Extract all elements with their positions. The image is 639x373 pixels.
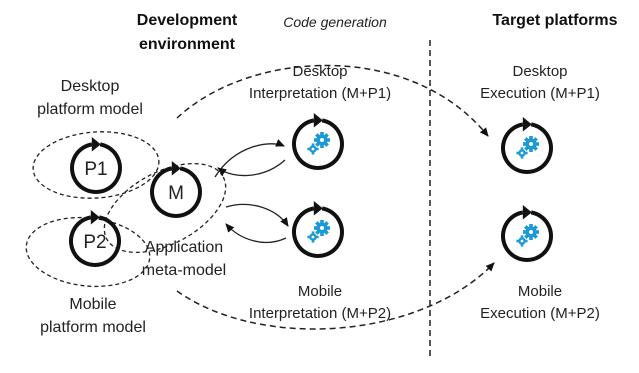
mobile-interpretation-arrow-in [225, 223, 287, 244]
application-meta-model-label-line1: Application [144, 239, 224, 256]
desktop-platform-model-boundary [32, 131, 160, 199]
mobile-interpretation-label-line2: Interpretation (M+P2) [248, 305, 392, 322]
desktop-interpretation-arrow-in [217, 159, 286, 177]
code-generation-header: Code generation [283, 14, 387, 30]
m-label: M [168, 183, 184, 204]
target-platforms-header: Target platforms [492, 12, 618, 29]
mobile-interpretation-label-line1: Mobile [297, 283, 343, 300]
desktop-execution-label-line2: Execution (M+P1) [480, 85, 600, 102]
desktop-execution-label-line1: Desktop [512, 63, 568, 80]
p2-label: P2 [83, 232, 107, 253]
mobile-execution-label-line1: Mobile [517, 283, 563, 300]
mobile-deploy-arrow [176, 262, 495, 330]
mobile-platform-label-line1: Mobile [69, 296, 117, 313]
mobile-platform-model-boundary [25, 216, 151, 288]
desktop-platform-label-line1: Desktop [60, 78, 120, 95]
desktop-interpretation-label-line1: Desktop [292, 63, 348, 80]
gear-icon [312, 134, 332, 154]
gear-icon [521, 138, 541, 158]
mobile-execution-label-line2: Execution (M+P2) [480, 305, 600, 322]
mobile-platform-label-line2: platform model [40, 319, 146, 336]
p1-label: P1 [84, 159, 108, 180]
development-header-line2: environment [138, 36, 236, 53]
gear-icon [521, 226, 541, 246]
application-meta-model-label-line2: meta-model [141, 262, 227, 279]
application-meta-model-boundary [103, 162, 227, 254]
desktop-platform-label-line2: platform model [37, 101, 143, 118]
desktop-deploy-arrow [176, 64, 489, 137]
mobile-interpretation-arrow-out [225, 203, 289, 227]
development-header-line1: Development [136, 12, 238, 29]
gear-icon [312, 222, 332, 242]
desktop-interpretation-label-line2: Interpretation (M+P1) [248, 85, 392, 102]
